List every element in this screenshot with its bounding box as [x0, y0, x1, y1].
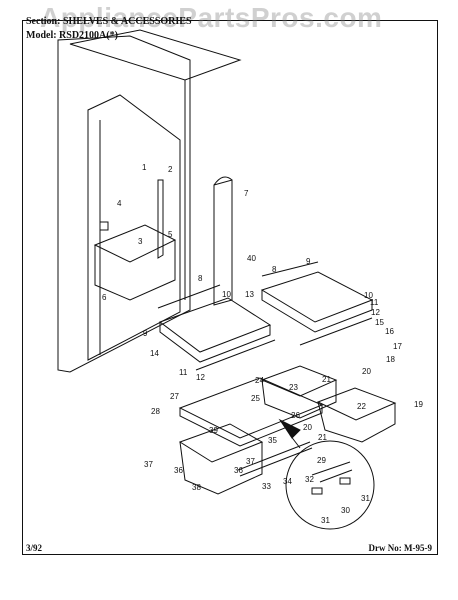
callout-32: 32 — [305, 475, 314, 484]
callout-39: 39 — [209, 426, 218, 435]
callout-17: 17 — [393, 342, 402, 351]
callout-14: 14 — [150, 349, 159, 358]
callout-8b: 8 — [272, 265, 277, 274]
callout-36: 36 — [174, 466, 183, 475]
cabinet-top — [69, 29, 242, 81]
callout-34: 34 — [283, 477, 292, 486]
callout-37b: 37 — [246, 457, 255, 466]
model-number: Model: RSD2100A(*) — [26, 30, 118, 41]
callout-labels: 1 2 3 4 5 6 7 8 8 9 9 10 10 11 11 12 12 … — [102, 163, 423, 525]
callout-28: 28 — [151, 407, 160, 416]
callout-27: 27 — [170, 392, 179, 401]
callout-25: 25 — [251, 394, 260, 403]
callout-15: 15 — [375, 318, 384, 327]
callout-8: 8 — [198, 274, 203, 283]
revision-date: 3/92 — [26, 543, 43, 553]
callout-5: 5 — [168, 230, 173, 239]
callout-26: 26 — [291, 411, 300, 420]
callout-40: 40 — [247, 254, 256, 263]
callout-9: 9 — [306, 257, 311, 266]
callout-10: 10 — [222, 290, 231, 299]
cabinet-inner — [87, 94, 181, 361]
callout-19: 19 — [414, 400, 423, 409]
callout-16: 16 — [385, 327, 394, 336]
callout-24: 24 — [255, 376, 264, 385]
detail-magnifier — [285, 440, 375, 530]
shelf-glass-27 — [178, 377, 324, 439]
callout-21: 21 — [322, 375, 331, 384]
shelf-right — [260, 271, 374, 323]
callout-35: 35 — [268, 436, 277, 445]
callout-7: 7 — [244, 189, 249, 198]
callout-10b: 10 — [364, 291, 373, 300]
callout-12: 12 — [371, 308, 380, 317]
callout-9b: 9 — [143, 329, 148, 338]
callout-20: 20 — [362, 367, 371, 376]
callout-2: 2 — [168, 165, 173, 174]
callout-6: 6 — [102, 293, 107, 302]
callout-22: 22 — [357, 402, 366, 411]
callout-36b: 36 — [234, 466, 243, 475]
callout-31: 31 — [361, 494, 370, 503]
callout-29: 29 — [317, 456, 326, 465]
callout-11: 11 — [370, 298, 379, 307]
callout-31b: 31 — [321, 516, 330, 525]
callout-12b: 12 — [196, 373, 205, 382]
watermark: AppliancePartsPros.com — [40, 2, 383, 33]
section-title: Section: SHELVES & ACCESSORIES — [26, 16, 192, 27]
callout-20b: 20 — [303, 423, 312, 432]
callout-18: 18 — [386, 355, 395, 364]
callout-1: 1 — [142, 163, 147, 172]
callout-11b: 11 — [179, 368, 188, 377]
callout-3: 3 — [138, 237, 143, 246]
callout-33: 33 — [262, 482, 271, 491]
callout-37: 37 — [144, 460, 153, 469]
callout-30: 30 — [341, 506, 350, 515]
callout-23: 23 — [289, 383, 298, 392]
cabinet-outline — [57, 35, 191, 373]
callout-21b: 21 — [318, 433, 327, 442]
callout-38: 38 — [192, 483, 201, 492]
shelf-rail-1 — [157, 179, 164, 259]
diagram-frame — [22, 20, 438, 555]
callout-13: 13 — [245, 290, 254, 299]
callout-4: 4 — [117, 199, 122, 208]
drawing-number: Drw No: M-95-9 — [368, 543, 432, 553]
